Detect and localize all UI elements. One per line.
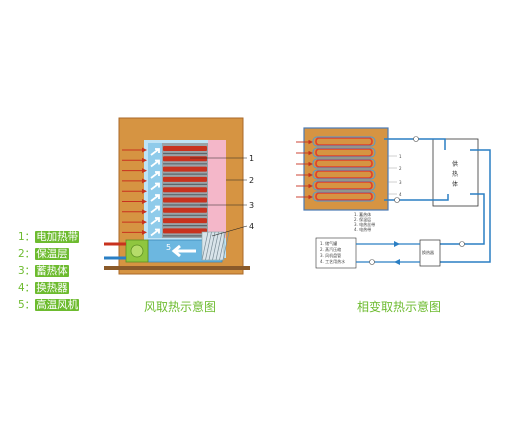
box-note-3: 3. 风机盘管 [320, 252, 341, 258]
callout-4: 4 [249, 222, 254, 231]
hatch-line [208, 231, 216, 261]
fan-icon [130, 244, 144, 258]
base-plate [104, 266, 250, 270]
hatch-line [215, 231, 223, 261]
tank-label-3: 体 [452, 180, 458, 188]
hatch-line [219, 231, 226, 261]
heating-coil [315, 137, 373, 146]
air-arrow-icon [150, 148, 160, 156]
side-mark-1: 1 [399, 154, 402, 159]
coil-sheath [312, 169, 376, 180]
air-arrow-icon [150, 171, 160, 179]
supply-pipe-bottom [384, 194, 449, 201]
heat-exchanger [201, 231, 225, 261]
coil-sheath [312, 180, 376, 191]
phase-change-heat-diagram: 1 2 3 4 1. 蓄热体 2. 保温层 3. 电热丝带 4. 电热带 供 热… [296, 127, 491, 269]
box-note-4: 4. 工艺用热水 [320, 258, 345, 264]
legend-item-heat-storage: 3：蓄热体 [18, 265, 69, 277]
legend-item-insulation: 2：保温层 [18, 248, 69, 260]
box-note-1: 1. 储气罐 [320, 240, 337, 246]
legend: 1：电加热带 2：保温层 3：蓄热体 4：换热器 5：高温风机 [18, 229, 80, 314]
air-arrow-icon [150, 217, 160, 225]
tank-label-2: 热 [452, 170, 458, 178]
legend-item-fan: 5：高温风机 [18, 299, 80, 311]
heating-rod [163, 187, 207, 193]
box-note-2: 2. 蒸汽压缩 [320, 246, 341, 252]
caption-phase-change: 相变取热示意图 [357, 300, 442, 314]
heating-belt-lines [122, 147, 147, 235]
heating-rod [163, 146, 207, 151]
heating-input-lines [296, 139, 313, 200]
heating-rod [163, 176, 207, 182]
heating-coil [315, 170, 373, 179]
heating-rods [163, 146, 207, 237]
heating-coil [315, 192, 373, 201]
callout-3: 3 [249, 201, 254, 210]
coil-sheath [312, 136, 376, 147]
callout-5: 5 [166, 243, 171, 252]
valve-top [413, 136, 419, 142]
note-4: 4. 电热带 [354, 226, 371, 232]
air-heat-extraction-diagram: 1 2 3 4 5 [104, 117, 254, 275]
caption-air-heat: 风取热示意图 [144, 300, 217, 314]
left-air-channel [148, 143, 162, 238]
callout-1: 1 [249, 154, 254, 163]
supply-pipe-top [384, 138, 446, 150]
heating-rod [163, 166, 207, 172]
air-arrow-icon [150, 182, 160, 191]
hatch-line [205, 231, 212, 261]
legend-item-heat-exchanger: 4：换热器 [18, 282, 69, 294]
heating-coils [312, 136, 376, 202]
flow-arrow-2 [394, 259, 400, 265]
side-mark-4: 4 [399, 192, 402, 197]
note-2: 2. 保温层 [354, 216, 371, 222]
user-equipment-box [315, 237, 357, 269]
coil-sheath [312, 191, 376, 202]
exchanger-label: 换热器 [422, 249, 434, 255]
heating-coil [315, 148, 373, 157]
valve-icon [459, 241, 465, 247]
hatch-line [212, 231, 219, 261]
tank-label-1: 供 [452, 160, 458, 168]
heating-rod [163, 207, 207, 213]
storage-block [303, 127, 389, 211]
callout-2: 2 [249, 176, 254, 185]
hatch-line [201, 231, 209, 261]
side-mark-3: 3 [399, 180, 402, 185]
air-arrow-icon [150, 205, 160, 214]
heating-coil [315, 159, 373, 168]
coil-sheath [312, 147, 376, 158]
pump-icon [369, 259, 375, 265]
pink-inner-layer [208, 140, 226, 238]
heating-coil [315, 181, 373, 190]
note-1: 1. 蓄热体 [354, 211, 371, 217]
air-arrow-icon [150, 228, 160, 237]
heating-rod [163, 156, 207, 162]
valve-bottom [394, 197, 400, 203]
coil-sheath [312, 158, 376, 169]
return-flow-arrow [171, 244, 196, 258]
flow-arrow-1 [394, 241, 400, 247]
air-flow-arrows [150, 148, 160, 237]
air-arrow-icon [150, 159, 160, 168]
heating-rod [163, 197, 207, 203]
side-mark-2: 2 [399, 166, 402, 171]
heating-rod [163, 228, 207, 234]
tank-return-pipe [440, 149, 491, 263]
legend-item-heating-belt: 1：电加热带 [18, 231, 80, 243]
heat-exchanger-box [419, 239, 441, 267]
note-3: 3. 电热丝带 [354, 221, 375, 227]
heating-rod [163, 218, 207, 224]
hatch-line [222, 231, 230, 261]
air-arrow-icon [150, 194, 160, 202]
